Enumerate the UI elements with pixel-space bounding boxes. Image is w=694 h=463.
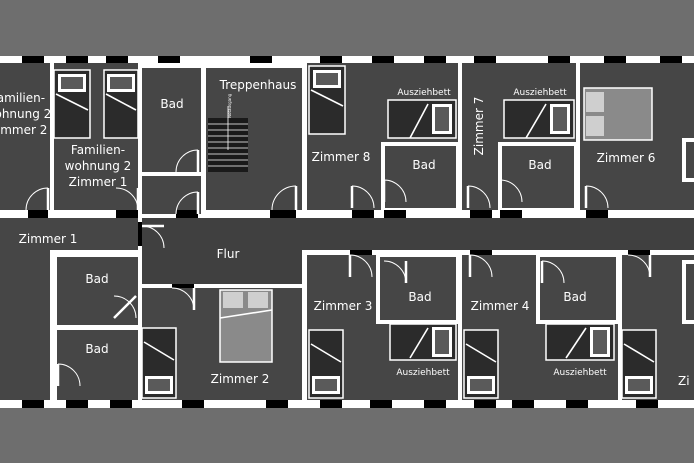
label-bad-top-1: Bad — [160, 97, 183, 111]
room-bad-top-1-lower — [142, 176, 201, 214]
label-zimmer8: Zimmer 8 — [312, 150, 371, 164]
room-bad-z5-partial — [682, 260, 694, 324]
bed-fam2-left — [53, 69, 91, 139]
label-ausziehbett-z3: Ausziehbett — [396, 368, 450, 378]
label-zimmer2: Zimmer 2 — [211, 372, 270, 386]
label-line: Familien- — [71, 143, 125, 157]
room-bad-top-1 — [142, 68, 201, 172]
bed-zimmer4 — [463, 329, 499, 399]
label-zimmer7: Zimmer 7 — [472, 97, 486, 156]
notausgang-label: Notausgang — [227, 93, 232, 118]
room-bad-left-2 — [57, 330, 138, 400]
label-bad-left-1: Bad — [85, 272, 108, 286]
label-zimmer6: Zimmer 6 — [597, 151, 656, 165]
label-fam2-zimmer1: Familien-wohnung 2 Zimmer 1 — [65, 143, 132, 189]
sofabed-zimmer3 — [389, 323, 457, 361]
label-bad-z4: Bad — [563, 290, 586, 304]
label-line: wohnung 2 — [0, 107, 51, 121]
label-treppenhaus: Treppenhaus — [219, 78, 297, 92]
beds — [53, 65, 657, 399]
label-bad-z3: Bad — [408, 290, 431, 304]
label-zimmer4: Zimmer 4 — [471, 299, 530, 313]
label-bad-left-2: Bad — [85, 342, 108, 356]
door-swings — [25, 149, 652, 387]
sofabed-zimmer8 — [387, 99, 457, 139]
label-fam2-zimmer2-multi: Familien-wohnung 2 Zimmer 2 — [0, 91, 51, 137]
bed-zimmer8 — [308, 65, 346, 135]
staircase: Notausgang — [208, 93, 248, 172]
double-bed-zimmer6 — [583, 87, 653, 141]
label-ausziehbett-z7: Ausziehbett — [513, 88, 567, 98]
label-ausziehbett-z4: Ausziehbett — [553, 368, 607, 378]
label-line: wohnung 2 — [65, 159, 132, 173]
bed-zimmer5 — [621, 329, 657, 399]
label-bad-z8: Bad — [412, 158, 435, 172]
label-zimmer3: Zimmer 3 — [314, 299, 373, 313]
room-bad-z7 — [498, 142, 578, 212]
room-fam2-zimmer2 — [0, 63, 50, 210]
double-bed-zimmer2 — [219, 289, 273, 363]
windows-top — [22, 56, 682, 63]
label-line: Familien- — [0, 91, 45, 105]
windows-bottom — [22, 400, 658, 408]
label-zimmer1: Zimmer 1 — [19, 232, 78, 246]
room-zimmer1 — [0, 218, 138, 250]
label-ausziehbett-z8: Ausziehbett — [397, 88, 451, 98]
room-bad-left-1 — [57, 257, 138, 325]
room-bad-z4 — [536, 253, 620, 324]
room-bad-z8 — [381, 142, 460, 212]
room-flur-lobby — [142, 218, 302, 284]
sofabed-zimmer7 — [503, 99, 575, 139]
door-openings — [28, 210, 650, 288]
label-flur: Flur — [217, 247, 240, 261]
label-zimmer5-partial: Zi — [678, 374, 690, 388]
sofabed-zimmer4 — [545, 323, 615, 361]
bed-zimmer2-side — [141, 327, 177, 399]
room-zimmer1-lower — [0, 250, 50, 400]
bed-zimmer3 — [308, 329, 344, 399]
room-bad-z6-partial — [682, 138, 694, 182]
bed-fam2-right — [103, 69, 139, 139]
label-line: Zimmer 2 — [0, 123, 47, 137]
label-line: Zimmer 1 — [69, 175, 128, 189]
label-bad-z7: Bad — [528, 158, 551, 172]
room-bad-z3 — [376, 253, 460, 324]
